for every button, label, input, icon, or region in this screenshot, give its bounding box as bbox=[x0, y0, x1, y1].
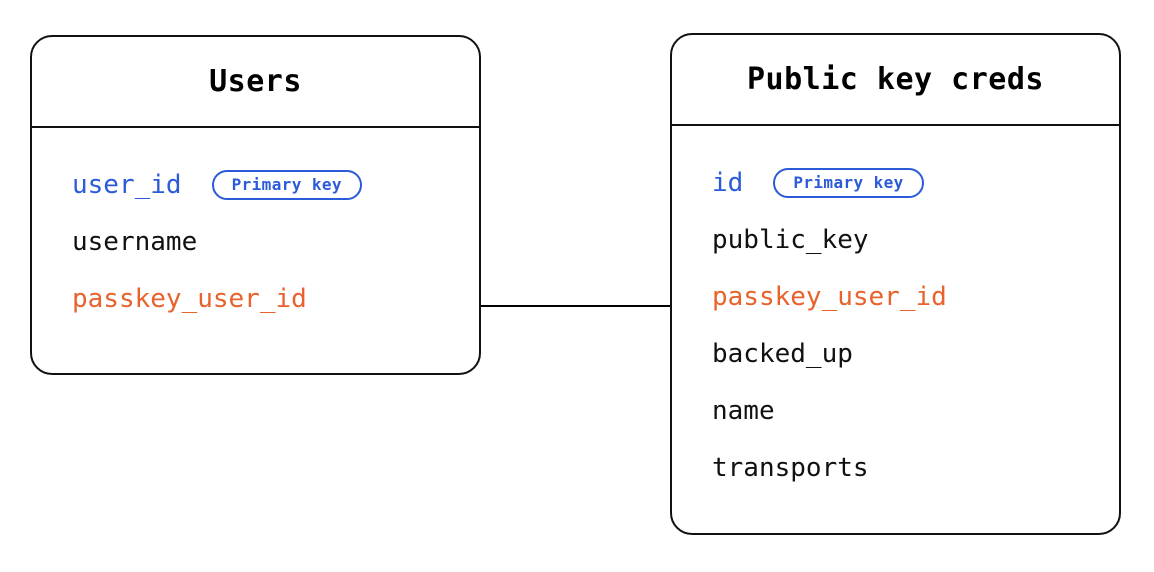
field-row[interactable]: namePrimary key bbox=[672, 382, 1119, 439]
primary-key-badge: Primary key bbox=[211, 169, 362, 200]
relationship-connector-users-to-creds bbox=[481, 305, 670, 307]
entity-title-users: Users bbox=[209, 64, 302, 99]
field-row[interactable]: usernamePrimary key bbox=[32, 213, 479, 270]
field-row[interactable]: id Primary key bbox=[672, 154, 1119, 211]
field-name-public_key: public_key bbox=[712, 224, 869, 255]
entity-title-public-key-creds: Public key creds bbox=[747, 62, 1044, 97]
field-row[interactable]: backed_upPrimary key bbox=[672, 325, 1119, 382]
field-name-backed_up: backed_up bbox=[712, 338, 853, 369]
entity-header-public-key-creds: Public key creds bbox=[672, 35, 1119, 126]
field-row[interactable]: public_keyPrimary key bbox=[672, 211, 1119, 268]
field-name-name: name bbox=[712, 395, 775, 426]
field-name-passkey_user_id: passkey_user_id bbox=[72, 283, 307, 314]
field-name-username: username bbox=[72, 226, 198, 257]
entity-header-users: Users bbox=[32, 37, 479, 128]
field-name-passkey_user_id: passkey_user_id bbox=[712, 281, 947, 312]
field-name-id: id bbox=[712, 167, 744, 198]
entity-table-public-key-creds[interactable]: Public key creds id Primary key public_keyP… bbox=[670, 33, 1121, 535]
entity-table-users[interactable]: Users user_id Primary key usernamePrimary k… bbox=[30, 35, 481, 375]
field-name-transports: transports bbox=[712, 452, 869, 483]
field-row[interactable]: user_id Primary key bbox=[32, 156, 479, 213]
field-row[interactable]: transportsPrimary key bbox=[672, 439, 1119, 496]
primary-key-badge: Primary key bbox=[773, 167, 924, 198]
field-name-user_id: user_id bbox=[72, 169, 182, 200]
